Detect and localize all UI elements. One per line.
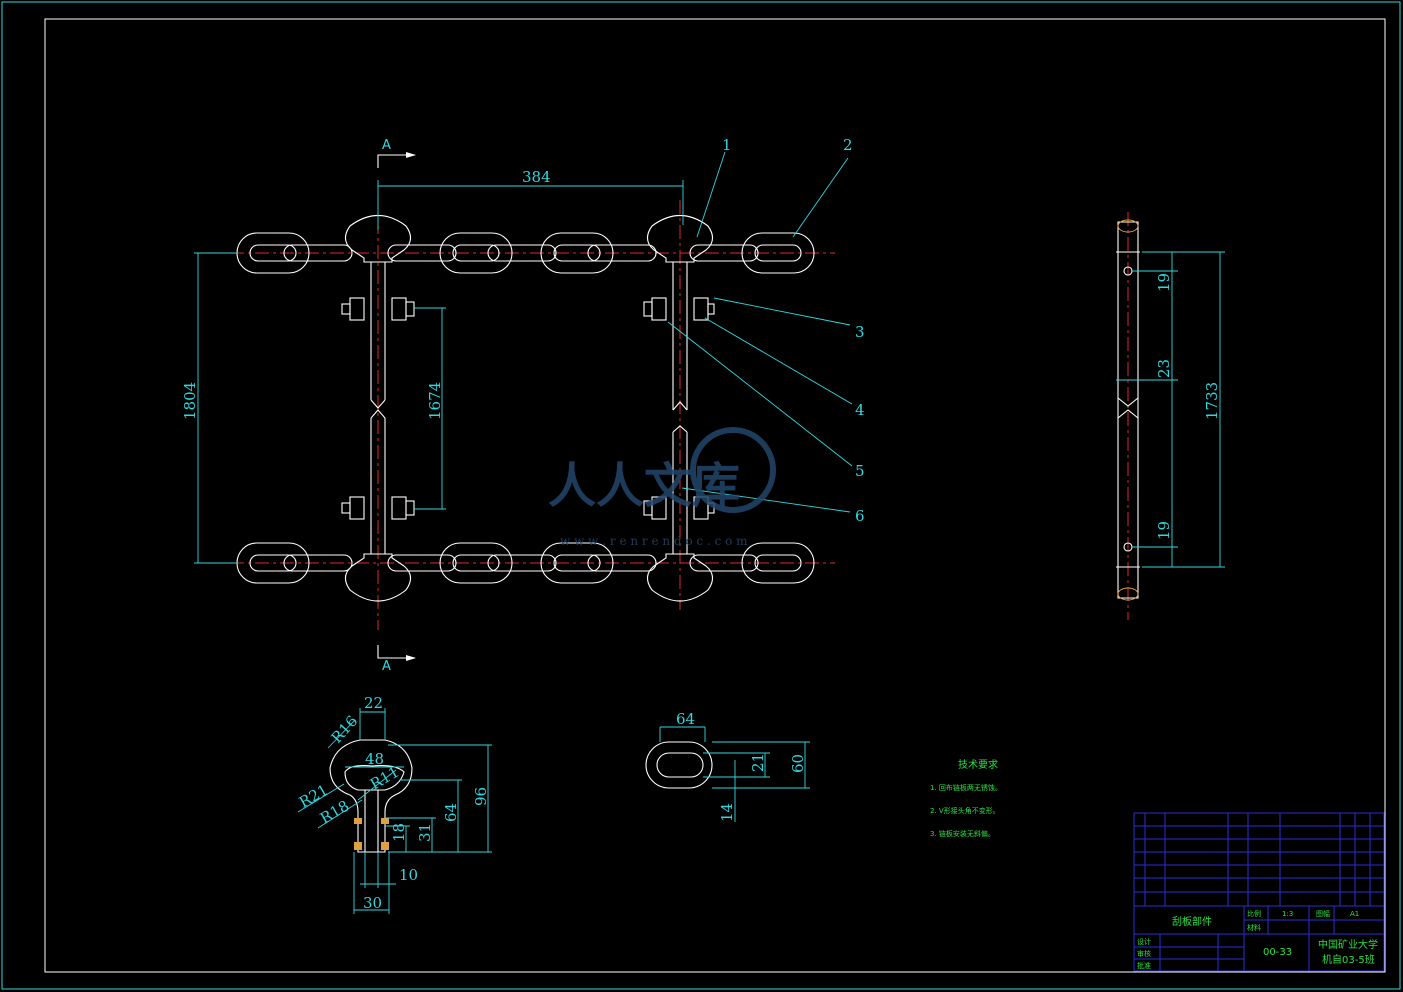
side-dim-total: 1733 [1203,382,1221,420]
design-label: 设计 [1137,937,1151,946]
tee-dim-30: 30 [363,894,382,912]
tee-dim-64: 64 [442,803,460,822]
scraper-bars [370,262,688,554]
tee-dim-18: 18 [390,823,408,842]
side-dim-top: 19 [1155,273,1173,292]
callout-3: 3 [855,323,865,341]
inner-frame [44,18,1386,973]
sheet-label: 图幅 [1316,909,1330,918]
tee-dim-31: 31 [416,823,434,842]
sheet-value: A1 [1350,910,1359,918]
dim-height-left: 1804 [181,382,199,420]
callout-1: 1 [722,136,732,154]
tee-dim-96: 96 [472,787,490,806]
tech-item-1: 1. 回布链板两无锈蚀。 [930,783,1002,792]
tee-detail: 22 R16 48 R11 R21 R18 96 64 31 18 10 30 [296,694,492,914]
watermark-text: 人人文库 [548,458,740,514]
bottom-chain [236,542,815,602]
callout-5: 5 [855,462,865,480]
approve-label: 批准 [1137,961,1151,970]
section-marker-bottom: A [382,659,391,674]
dim-width-top: 384 [522,168,551,186]
check-label: 审核 [1137,949,1151,958]
tech-requirements: 技术要求 1. 回布链板两无锈蚀。 2. V形接头角不变形。 3. 链板安装无斜… [930,758,1002,838]
scale-label: 比例 [1247,909,1261,918]
side-dim-bottom: 19 [1155,521,1173,540]
callout-2: 2 [843,136,853,154]
callout-4: 4 [855,401,865,419]
tee-r16: R16 [328,712,362,747]
bolts [341,297,715,520]
link-dim-60: 60 [789,754,807,773]
tee-dim-48: 48 [365,750,384,768]
callout-6: 6 [855,507,865,525]
tee-dim-10: 10 [399,866,418,884]
tech-item-3: 3. 链板安装无斜偏。 [930,829,995,838]
dim-height-inner: 1674 [426,382,444,420]
title-block: 刮板部件 00-33 中国矿业大学 机自03-5班 比例 1:3 图幅 A1 材… [1133,812,1385,972]
watermark-url: w w w . r e n r e n d o c . c o m [560,534,748,548]
tech-title: 技术要求 [958,758,998,771]
side-dim-mid: 23 [1155,359,1173,378]
tech-item-2: 2. V形接头角不变形。 [930,806,1000,815]
link-dim-21: 21 [749,753,767,772]
class-name: 机自03-5班 [1322,953,1375,966]
top-chain [236,215,815,274]
school-name: 中国矿业大学 [1318,938,1378,951]
watermark: 人人文库 w w w . r e n r e n d o c . c o m [548,427,776,548]
link-dim-14: 14 [718,803,736,822]
link-dim-64: 64 [676,710,695,728]
part-name: 刮板部件 [1172,915,1212,928]
drawing-number: 00-33 [1263,947,1292,958]
material-label: 材料 [1247,923,1261,932]
side-view: 19 23 19 1733 [1116,212,1225,620]
section-marker-top: A [382,138,391,153]
main-view: A A 384 1804 1674 1 2 3 4 5 6 [181,136,865,674]
tee-dim-22: 22 [364,694,383,712]
scale-value: 1:3 [1282,910,1293,918]
link-detail: 64 21 60 14 [645,710,810,822]
